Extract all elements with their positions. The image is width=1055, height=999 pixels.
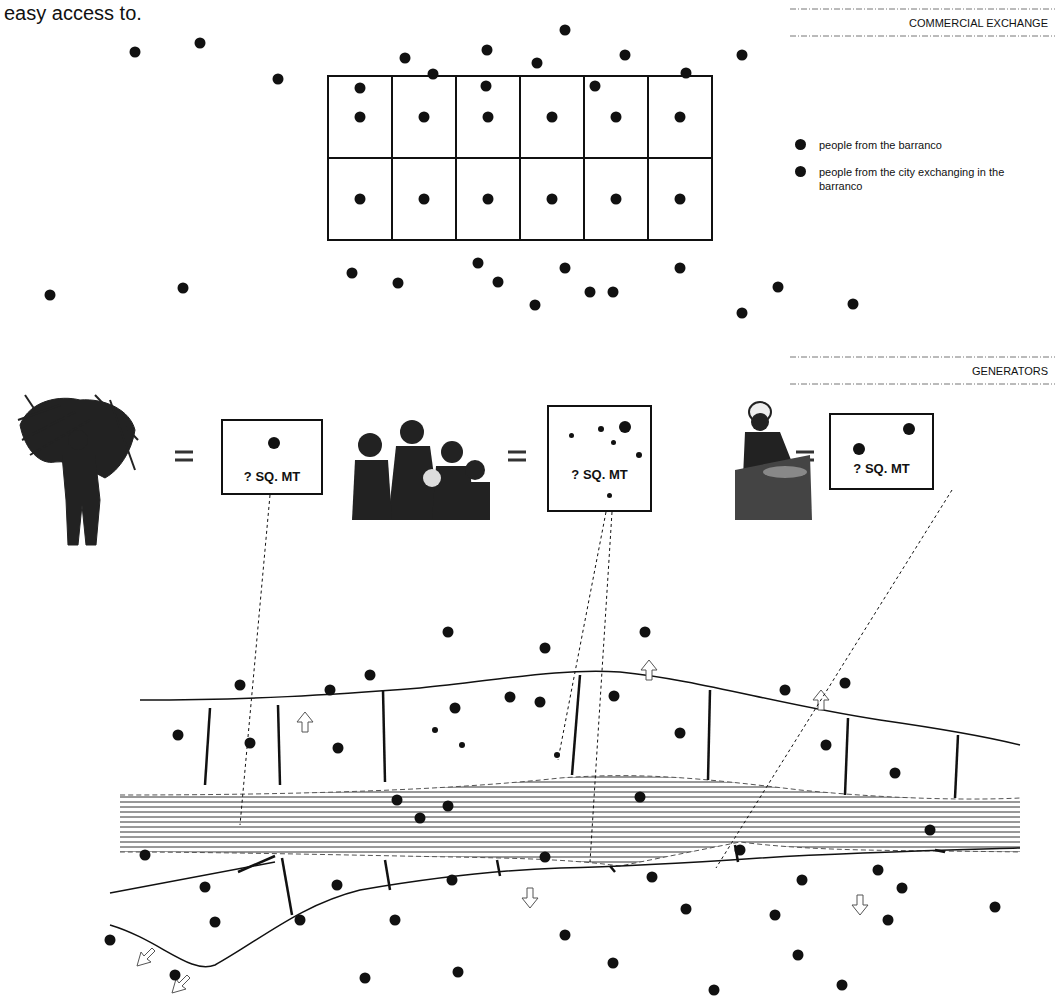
person-dot: [903, 423, 915, 435]
person-dot: [598, 426, 604, 432]
flow-arrow: [137, 660, 868, 993]
person-dot: [853, 443, 865, 455]
person-dot: [611, 440, 616, 445]
area-label: ? SQ. MT: [223, 469, 321, 484]
grid-dots: [355, 112, 686, 205]
person-carrying-silhouette: [18, 395, 138, 545]
commercial-grid: [328, 76, 712, 240]
person-dot: [619, 421, 631, 433]
area-box: ? SQ. MT: [829, 413, 934, 490]
family-silhouette: [352, 420, 490, 520]
barranco-lower-edge: [110, 848, 1020, 967]
leader-line: [240, 490, 952, 868]
area-label: ? SQ. MT: [549, 467, 650, 482]
person-dot: [607, 493, 612, 498]
person-dot: [569, 433, 574, 438]
legend-swatch: [795, 139, 806, 150]
legend-row: people from the barranco: [795, 138, 1009, 152]
legend-swatch: [795, 166, 806, 177]
body-text-fragment: easy access to.: [4, 2, 142, 25]
section-heading: GENERATORS: [972, 365, 1048, 377]
area-box: ? SQ. MT: [547, 405, 652, 512]
person-dot: [268, 437, 280, 449]
area-label: ? SQ. MT: [831, 461, 932, 476]
person-dot: [636, 452, 642, 458]
people-dots: [45, 25, 859, 319]
cook-silhouette: [735, 402, 812, 520]
legend-row: people from the city exchanging in the b…: [795, 165, 1009, 193]
area-box: ? SQ. MT: [221, 419, 323, 495]
legend-text: people from the barranco: [819, 138, 1009, 152]
legend-text: people from the city exchanging in the b…: [819, 165, 1009, 193]
plot-divider: [205, 675, 958, 915]
header-rule: [790, 9, 1055, 384]
people-dots: [105, 627, 1001, 996]
section-heading: COMMERCIAL EXCHANGE: [909, 17, 1048, 29]
